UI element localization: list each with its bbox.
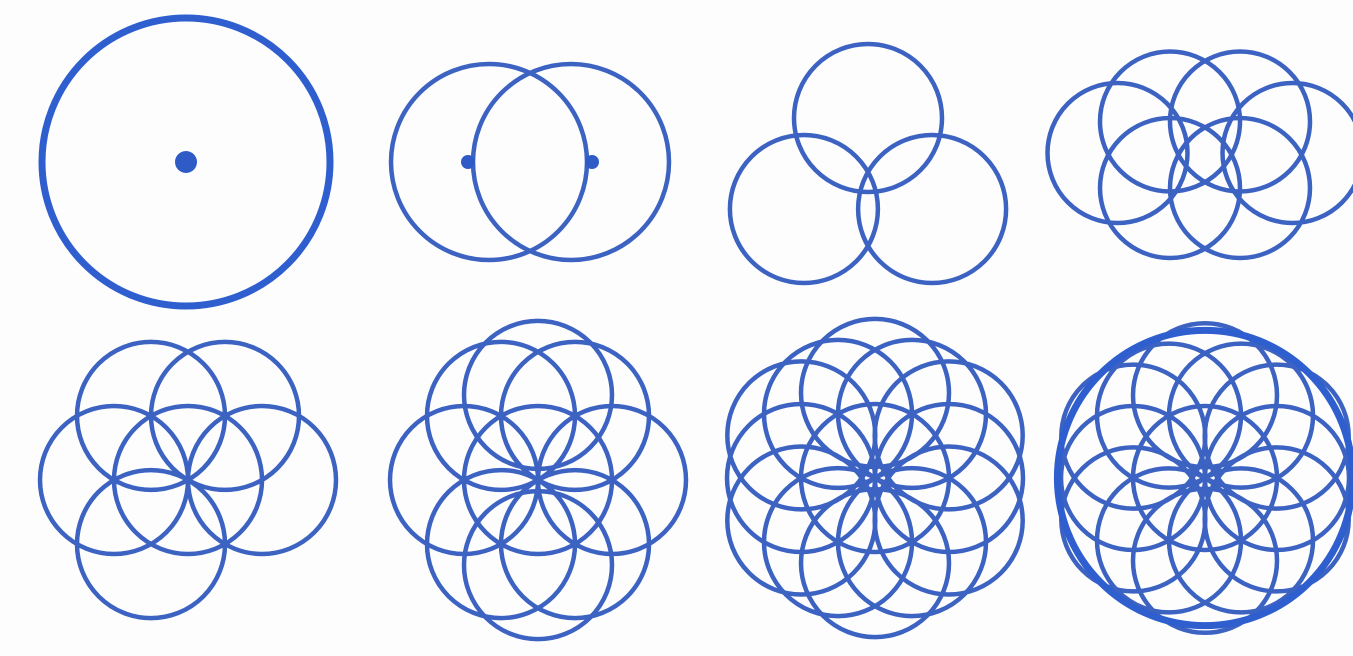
center-dot-right: [585, 155, 599, 169]
stage-2-vesica-piscis: [391, 64, 669, 260]
circle-6: [1223, 83, 1353, 223]
center-dot-left: [461, 155, 475, 169]
stage-3-tripod: [730, 44, 1006, 283]
circle-5: [1048, 83, 1188, 223]
circle-9: [464, 491, 612, 639]
stage-6-six-circles: [390, 321, 686, 639]
stage-7-seed-of-life: [727, 319, 1023, 637]
center-dot: [175, 151, 197, 173]
circle-8: [464, 321, 612, 469]
circle-right: [473, 64, 669, 260]
stage-4-four-circles: [1048, 52, 1353, 259]
stage-1-single-circle: [42, 18, 330, 306]
stage-8-seed-of-life-enclosed: [1057, 323, 1352, 633]
construction-stages: [40, 18, 1353, 639]
stage-5-five-circles: [40, 342, 336, 618]
circle-left: [391, 64, 587, 260]
